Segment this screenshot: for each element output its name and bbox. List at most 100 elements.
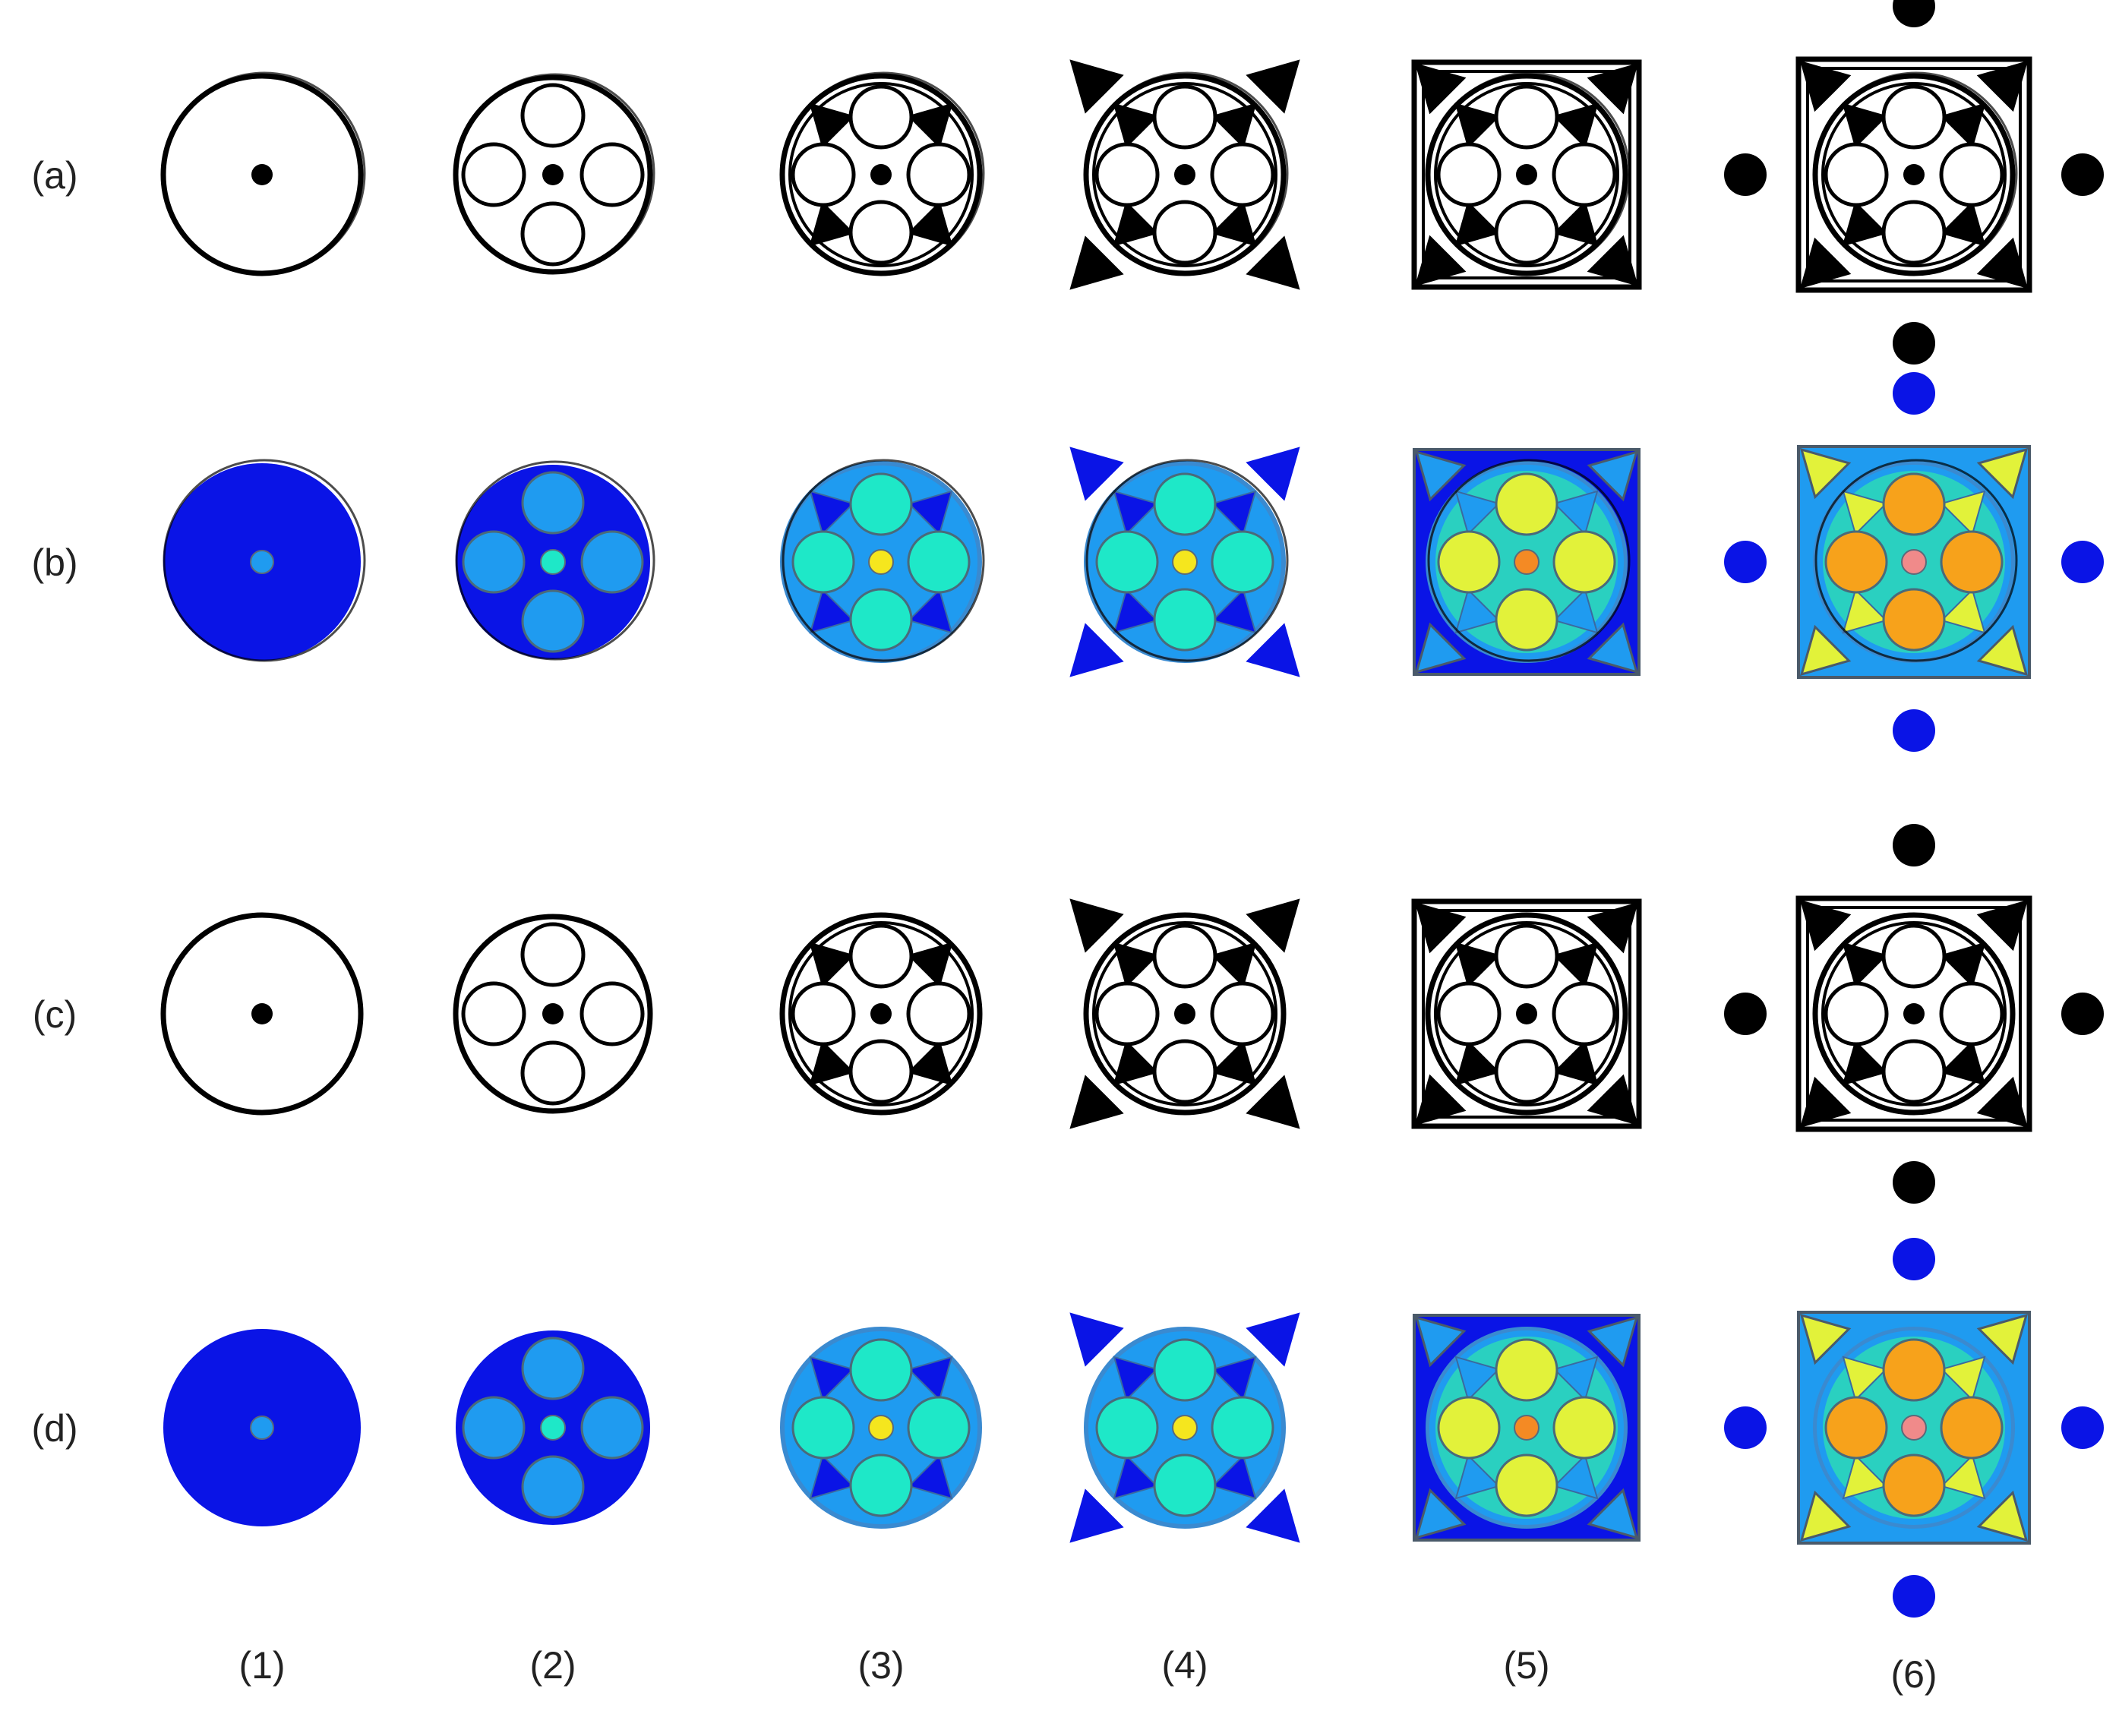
lobe: [521, 589, 585, 653]
lobe: [1824, 142, 1889, 207]
lobe: [1094, 142, 1160, 207]
lobe: [1824, 1396, 1888, 1460]
column-label: (4): [1161, 1644, 1208, 1687]
center-dot: [1901, 1415, 1927, 1441]
inner-ring: [788, 82, 974, 267]
sketch-stroke: [782, 71, 985, 275]
corner-triangle: [1976, 1076, 2029, 1128]
outer-dot: [1724, 153, 1767, 196]
outer-dot: [2061, 153, 2104, 196]
lobe: [1152, 1039, 1217, 1104]
lobe: [580, 530, 644, 594]
inner-triangle: [907, 200, 953, 247]
inner-triangle: [1113, 103, 1159, 149]
pattern-stage-5: [1413, 448, 1641, 676]
lobe: [1882, 588, 1946, 652]
corner-triangle: [1799, 60, 1852, 112]
inner-triangle: [809, 103, 855, 149]
pattern-stage-2: [453, 914, 653, 1114]
lobe: [521, 1337, 585, 1400]
sketch-stroke: [1085, 459, 1289, 662]
lobe: [1210, 142, 1275, 207]
center-dot: [1903, 1003, 1925, 1024]
inner-triangle: [1211, 200, 1257, 247]
inner-triangle: [1454, 942, 1501, 988]
lobe: [1494, 84, 1559, 150]
corner-triangle: [1799, 1076, 1852, 1128]
pattern-stage-2: [456, 1330, 650, 1525]
corner-triangle: [1415, 235, 1467, 286]
sketch-stroke: [163, 71, 366, 275]
lobe: [791, 142, 856, 207]
inner-ring: [1434, 921, 1619, 1106]
center-dot: [870, 1003, 892, 1024]
lobe: [1552, 981, 1617, 1046]
lobe: [1881, 923, 1947, 989]
corner-triangle: [1587, 902, 1638, 954]
corner-triangle: [1799, 1313, 1852, 1365]
lobe: [579, 142, 645, 207]
square-frame-inner: [1806, 67, 2022, 282]
lobe: [848, 1039, 914, 1104]
lobe: [849, 472, 913, 536]
corner-point: [1246, 1312, 1300, 1367]
inner-ring: [1817, 1330, 2011, 1525]
corner-point: [1246, 235, 1300, 290]
corner-triangle: [1415, 450, 1467, 502]
inner-triangle: [1940, 1454, 1986, 1500]
outer-dot: [1724, 993, 1767, 1035]
center-dot: [870, 164, 892, 185]
pattern-stage-1: [160, 71, 366, 276]
center-dot: [1514, 549, 1540, 575]
sketch-stroke: [455, 460, 655, 661]
inner-triangle: [809, 1356, 855, 1402]
inner-triangle: [907, 1040, 953, 1086]
inner-triangle: [1113, 490, 1159, 536]
lobe: [1940, 1396, 2004, 1460]
inner-triangle: [1842, 200, 1888, 247]
lobe: [1881, 84, 1947, 150]
lobe: [906, 981, 971, 1046]
lobe: [1882, 1454, 1946, 1517]
lobe: [580, 1396, 644, 1460]
center-dot: [1516, 164, 1537, 185]
center-dot: [1901, 549, 1927, 575]
corner-triangle: [1976, 60, 2029, 112]
outer-dot: [1724, 1406, 1767, 1449]
inner-triangle: [1552, 200, 1599, 247]
outer-dot: [2061, 993, 2104, 1035]
lobe: [521, 471, 585, 535]
outer-dot: [1893, 322, 1935, 365]
lobe: [1881, 1039, 1947, 1104]
lobe: [791, 1396, 855, 1460]
lobe: [1495, 588, 1558, 652]
corner-point: [1069, 1075, 1124, 1129]
column-label: (6): [1890, 1653, 1937, 1696]
lobe: [907, 1396, 971, 1460]
lobe: [1494, 923, 1559, 989]
corner-point: [1246, 59, 1300, 114]
lobe: [1552, 530, 1616, 594]
center-dot: [1174, 1003, 1195, 1024]
lobe: [1939, 142, 2004, 207]
pattern-stage-5: [1411, 59, 1642, 290]
center-dot: [868, 549, 894, 575]
sketch-stroke: [782, 459, 985, 662]
lobe: [1940, 530, 2004, 594]
lobe: [1881, 200, 1947, 265]
lobe: [848, 84, 914, 150]
lobe: [1882, 472, 1946, 536]
lobe: [1437, 1396, 1501, 1460]
inner-triangle: [907, 1356, 953, 1402]
lobe: [461, 142, 526, 207]
inner-triangle: [1211, 1356, 1257, 1402]
sketch-stroke: [1814, 71, 2018, 275]
lobe: [1939, 981, 2004, 1046]
pattern-stage-6: [1724, 824, 2104, 1204]
outer-dot: [1893, 1238, 1935, 1280]
inner-triangle: [809, 490, 855, 536]
center-dot: [868, 1415, 894, 1441]
inner-triangle: [1552, 588, 1599, 634]
corner-point: [1246, 1075, 1300, 1129]
inner-triangle: [1454, 588, 1501, 634]
